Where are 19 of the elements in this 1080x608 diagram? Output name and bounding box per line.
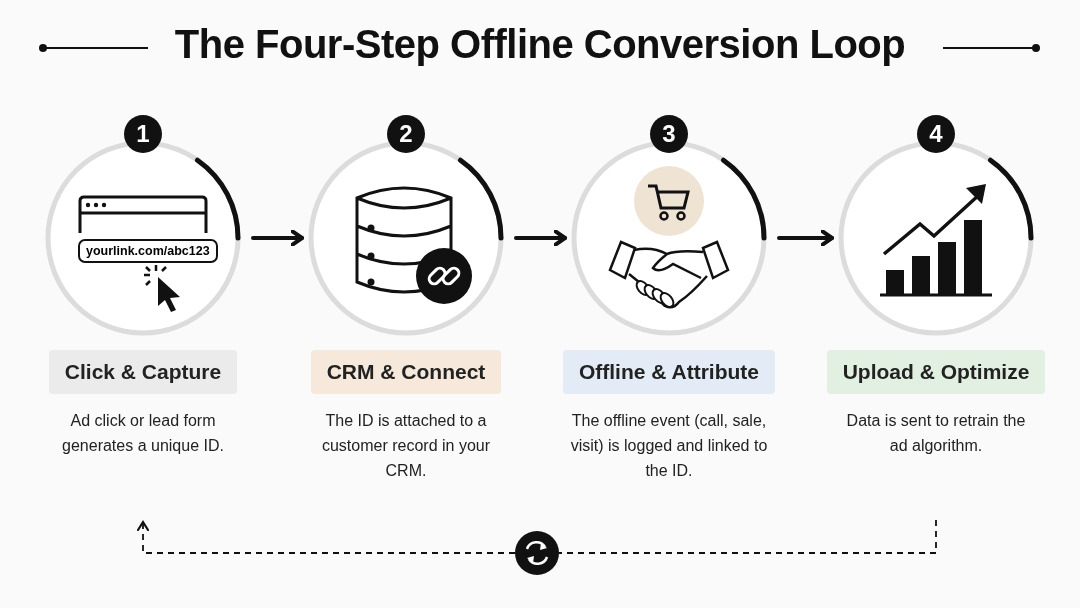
step-number-badge: 4 [917,115,955,153]
cycle-icon [515,531,559,575]
step-description: Ad click or lead form generates a unique ID. [61,411,225,456]
step-description: Data is sent to retrain the ad algorithm. [845,411,1027,456]
step-description: The offline event (call, sale, visit) is logged and linked to the ID. [569,411,769,481]
dashed-loop-arrow [136,520,516,554]
step-description: The ID is attached to a customer record in your CRM. [320,411,492,481]
step-number-badge: 2 [387,115,425,153]
step-title-pill: CRM & Connect [310,350,502,394]
arrow [514,229,567,247]
url-field: yourlink.com/abc123 [78,239,218,263]
step-number-badge: 3 [650,115,688,153]
step-title-pill: Click & Capture [48,350,238,394]
step-title-pill: Upload & Optimize [826,350,1046,394]
arrow [777,229,834,247]
step-number-badge: 1 [124,115,162,153]
title: The Four-Step Offline Conversion Loop [174,22,906,67]
arrow [251,229,304,247]
step-title-pill: Offline & Attribute [562,350,775,394]
